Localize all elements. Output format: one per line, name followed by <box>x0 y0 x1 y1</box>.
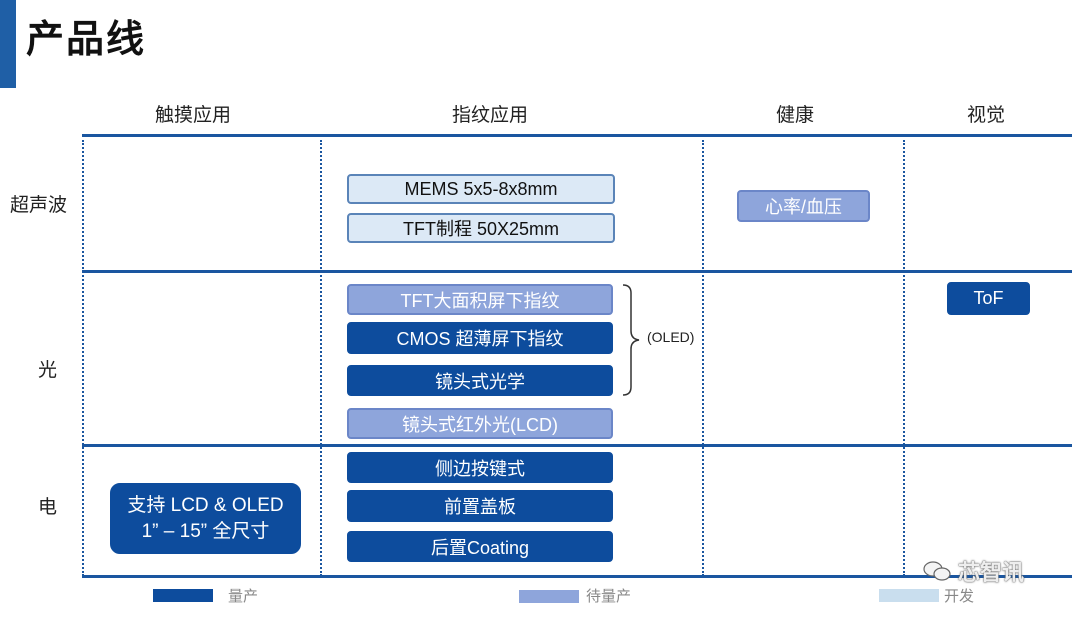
page-title: 产品线 <box>26 16 147 61</box>
legend-label-development: 开发 <box>944 587 975 605</box>
grid-line-top <box>82 134 1072 137</box>
chat-bubble-icon <box>923 561 951 581</box>
grid-divider-left <box>82 140 84 576</box>
row-header-optical: 光 <box>38 359 58 381</box>
column-header-touch: 触摸应用 <box>155 104 232 126</box>
row-header-electric: 电 <box>38 496 58 518</box>
electric-touch-box: 支持 LCD & OLED 1” – 15” 全尺寸 <box>110 483 301 554</box>
optical-tft-large-area-box: TFT大面积屏下指纹 <box>347 284 613 315</box>
watermark-text: 芯智讯 <box>958 561 1025 586</box>
optical-lens-box: 镜头式光学 <box>347 365 613 396</box>
legend-label-mass-production: 量产 <box>228 587 259 605</box>
electric-touch-line2: 1” – 15” 全尺寸 <box>141 520 270 542</box>
grid-divider-touch-fingerprint <box>320 140 322 576</box>
grid-line-optical-electric <box>82 444 1072 447</box>
legend-swatch-mass-production <box>153 589 213 602</box>
title-accent-bar <box>0 0 16 88</box>
optical-tof-box: ToF <box>947 282 1030 315</box>
column-header-vision: 视觉 <box>967 104 1006 126</box>
electric-front-cover-box: 前置盖板 <box>347 490 613 522</box>
optical-cmos-box: CMOS 超薄屏下指纹 <box>347 322 613 354</box>
grid-line-ultrasonic-optical <box>82 270 1072 273</box>
grid-divider-fingerprint-health <box>702 140 704 576</box>
electric-touch-line1: 支持 LCD & OLED <box>127 494 284 516</box>
ultrasonic-mems-box: MEMS 5x5-8x8mm <box>347 174 615 204</box>
legend-label-pending: 待量产 <box>586 587 632 605</box>
watermark: 芯智讯 <box>922 555 1024 587</box>
electric-rear-coating-box: 后置Coating <box>347 531 613 562</box>
grid-divider-health-vision <box>903 140 905 576</box>
grid-line-bottom <box>82 575 1072 578</box>
row-header-ultrasonic: 超声波 <box>10 194 68 216</box>
oled-note: (OLED) <box>647 329 695 345</box>
column-header-fingerprint: 指纹应用 <box>452 104 529 126</box>
electric-side-key-box: 侧边按键式 <box>347 452 613 483</box>
legend-swatch-pending <box>519 590 579 603</box>
oled-brace-icon <box>622 284 640 396</box>
ultrasonic-tft-box: TFT制程 50X25mm <box>347 213 615 243</box>
column-header-health: 健康 <box>776 104 815 126</box>
optical-infrared-box: 镜头式红外光(LCD) <box>347 408 613 439</box>
legend-swatch-development <box>879 589 939 602</box>
ultrasonic-heart-rate-box: 心率/血压 <box>737 190 870 222</box>
